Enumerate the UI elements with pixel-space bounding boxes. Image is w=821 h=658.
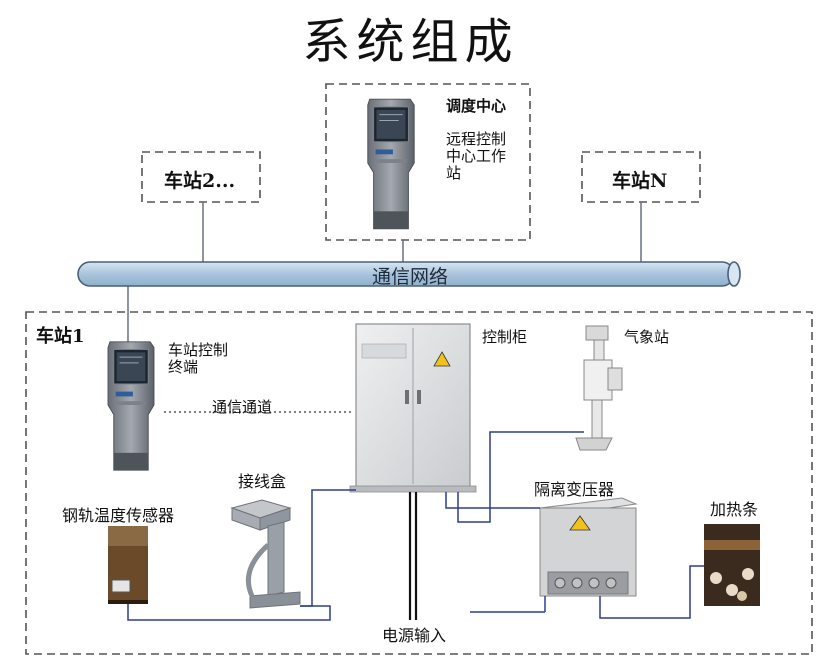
station-2-label: 车站2... xyxy=(164,170,236,192)
diagram-title: 系统组成 xyxy=(302,14,519,70)
dispatch-center-label: 调度中心 xyxy=(446,97,507,115)
station-1-box xyxy=(25,311,813,655)
rail-temperature-sensor-icon xyxy=(108,526,148,604)
dispatch-workstation-icon xyxy=(367,98,415,230)
junction-to-cabinet-wire xyxy=(300,492,313,607)
sensor-to-junction-wire xyxy=(127,604,331,621)
cabinet-to-weather-wire xyxy=(457,431,584,523)
wiring xyxy=(127,431,704,621)
power-input-label: 电源输入 xyxy=(382,626,447,645)
control-cabinet-label: 控制柜 xyxy=(482,328,528,346)
communication-bus xyxy=(77,261,741,287)
station-2-box xyxy=(141,151,261,203)
rail-sensor-label: 钢轨温度传感器 xyxy=(62,506,175,525)
isolation-transformer-icon xyxy=(538,497,638,597)
cabinet-to-transformer-wire xyxy=(445,492,540,509)
dispatch-center-box xyxy=(325,83,531,241)
control-cabinet-icon xyxy=(349,323,477,493)
transformer-to-heater-wire xyxy=(599,565,704,619)
dispatch-desc-label: 远程控制 中心工作 站 xyxy=(446,130,507,182)
bus-label: 通信网络 xyxy=(371,266,448,288)
weather-station-label: 气象站 xyxy=(624,328,670,346)
station-1-label: 车站1 xyxy=(36,326,85,347)
heater-label: 加热条 xyxy=(710,500,759,519)
station-terminal-icon xyxy=(107,341,155,471)
station-n-label: 车站N xyxy=(612,170,668,192)
power-input-wires xyxy=(408,492,418,620)
weather-station-icon xyxy=(575,325,623,451)
communication-channel-label: 通信通道 xyxy=(212,398,273,416)
heater-strip-icon xyxy=(704,524,760,606)
transformer-label: 隔离变压器 xyxy=(534,480,615,499)
station-terminal-label: 车站控制 终端 xyxy=(168,341,229,376)
junction-box-icon xyxy=(230,499,301,609)
junction-box-label: 接线盒 xyxy=(238,472,287,491)
